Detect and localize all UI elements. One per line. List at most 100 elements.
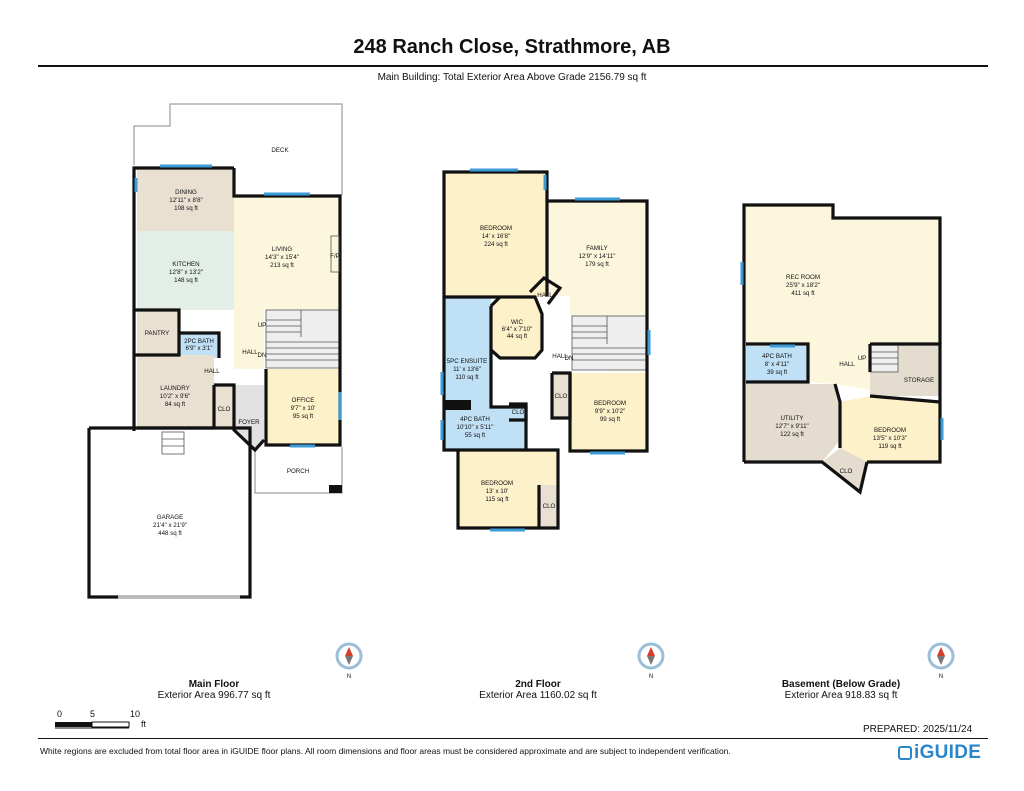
main-windows [134, 164, 342, 448]
basement-clo-label: CLO [840, 468, 853, 475]
total-area-subtitle: Main Building: Total Exterior Area Above… [377, 72, 647, 83]
iguide-logo-icon [898, 746, 912, 760]
stair-hall-label: HALL [242, 349, 258, 356]
main-hall-label: HALL [204, 368, 220, 375]
basement-bedroom [840, 396, 940, 480]
basement-bedroom-dims: 13'5" x 10'3" [873, 435, 907, 442]
deck-outline [133, 103, 343, 195]
compass-second: N [637, 642, 665, 680]
basement-bath-name: 4PC BATH [762, 353, 792, 360]
dining-dims: 12'11" x 8'8" [169, 197, 202, 204]
ensuite-dims: 11' x 13'6" [453, 366, 481, 373]
laundry-name: LAUNDRY [160, 385, 189, 392]
kitchen-room [137, 231, 234, 310]
ensuite-name: 5PC ENSUITE [447, 358, 488, 365]
basement-hall-label: HALL [839, 361, 855, 368]
bath-2pc-dims: 6'9" x 3'1" [185, 345, 212, 352]
second-windows [440, 168, 651, 532]
second-wall-block [444, 400, 471, 410]
rec-room [744, 205, 940, 344]
disclaimer-text: White regions are excluded from total fl… [40, 746, 731, 756]
bedroom3-name: BEDROOM [481, 480, 513, 487]
main-dn-label: DN [258, 352, 267, 359]
fireplace-label: F/P [330, 253, 340, 260]
wic-area: 44 sq ft [507, 333, 528, 340]
second-stairs [571, 315, 648, 371]
bath-4pc-room [444, 407, 526, 450]
compass-basement-n: N [939, 674, 943, 680]
main-closet [214, 385, 234, 428]
basement-stairs [869, 343, 899, 373]
main-floor-plan: DECK DINING 12'11" x 8'8" 108 sq ft KITC… [87, 103, 343, 599]
laundry-dims: 10'2" x 9'6" [160, 393, 191, 400]
second-floor-plan: BEDROOM 14' x 16'8" 224 sq ft FAMILY 12'… [440, 168, 651, 532]
footer-divider [38, 738, 988, 739]
second-clo-c-label: CLO [543, 503, 556, 510]
laundry-room [137, 355, 214, 428]
scale-unit: ft [141, 719, 147, 729]
basement-windows [740, 262, 944, 440]
bath-4pc-dims: 10'10" x 5'11" [457, 424, 494, 431]
second-hall-label: HALL [552, 353, 568, 360]
office-area: 95 sq ft [293, 413, 314, 420]
laundry-area: 84 sq ft [165, 401, 186, 408]
family-name: FAMILY [586, 245, 608, 252]
compass-basement: N [927, 642, 955, 680]
bedroom2-room [570, 373, 647, 451]
basement-up-label: UP [858, 355, 867, 362]
dining-room [137, 168, 234, 231]
bath-4pc-area: 55 sq ft [465, 432, 486, 439]
porch-post [329, 485, 342, 493]
second-clo-a-label: CLO [555, 393, 568, 400]
bedroom3-area: 115 sq ft [485, 496, 509, 503]
basement-name: Basement (Below Grade) [781, 679, 901, 690]
bedroom2-closet [552, 373, 570, 418]
utility-name: UTILITY [780, 415, 803, 422]
bedroom2-area: 99 sq ft [600, 416, 621, 423]
second-dn-label: DN [565, 355, 574, 362]
title-divider [38, 65, 988, 67]
office-name: OFFICE [292, 397, 315, 404]
utility-room [746, 384, 840, 462]
bedroom2-dims: 9'9" x 10'2" [595, 408, 626, 415]
utility-area: 122 sq ft [780, 431, 804, 438]
second-hall-small-label: HALL [537, 292, 553, 299]
wic-name: WIC [511, 319, 524, 326]
scale-bar [55, 721, 130, 729]
basement-area: Exterior Area 918.83 sq ft [784, 690, 898, 701]
family-area: 179 sq ft [585, 261, 609, 268]
fireplace [330, 235, 340, 273]
living-name: LIVING [272, 246, 292, 253]
second-floor-caption: 2nd Floor Exterior Area 1160.02 sq ft [438, 679, 638, 701]
kitchen-area: 148 sq ft [174, 277, 198, 284]
ensuite-area: 110 sq ft [455, 374, 479, 381]
main-floor-area: Exterior Area 996.77 sq ft [157, 690, 271, 701]
main-floor-walls [87, 166, 342, 599]
living-dims: 14'3" x 15'4" [265, 254, 299, 261]
basement-bath-room [746, 346, 808, 382]
kitchen-name: KITCHEN [172, 261, 199, 268]
garage-dims: 21'4" x 21'9" [153, 522, 187, 529]
foyer-label: FOYER [238, 419, 260, 426]
porch-label: PORCH [287, 468, 309, 475]
main-up-label: UP [258, 322, 267, 329]
basement-bedroom-area: 119 sq ft [878, 443, 902, 450]
bedroom1-room [444, 172, 547, 297]
prepared-date: PREPARED: 2025/11/24 [863, 724, 973, 735]
kitchen-dims: 12'8" x 13'2" [169, 269, 203, 276]
bath-2pc-name: 2PC BATH [184, 338, 214, 345]
rec-dims: 25'9" x 18'2" [786, 282, 820, 289]
scale-tick-10: 10 [130, 709, 141, 719]
rec-name: REC ROOM [786, 274, 820, 281]
main-stairs [265, 309, 341, 369]
compass-main: N [335, 642, 363, 680]
basement-bedroom-name: BEDROOM [874, 427, 906, 434]
dining-area: 108 sq ft [174, 205, 198, 212]
second-floor-walls [442, 170, 649, 530]
iguide-logo: iGUIDE [898, 742, 981, 764]
dining-name: DINING [175, 189, 197, 196]
basement-plan: REC ROOM 25'9" x 18'2" 411 sq ft 4PC BAT… [740, 203, 944, 495]
pantry-label: PANTRY [145, 330, 170, 337]
pantry-room [137, 310, 179, 355]
